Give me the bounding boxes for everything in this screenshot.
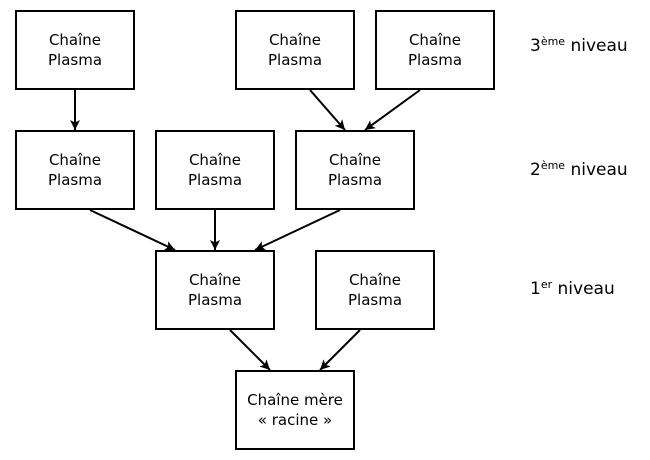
arrow-l3c-to-l2c (364, 89, 421, 131)
node-label-line1: Chaîne (268, 31, 322, 49)
level-word: niveau (565, 160, 628, 180)
level-number: 3 (530, 36, 541, 56)
level-label-2: 2ème niveau (530, 160, 628, 180)
node-label-line2: Plasma (407, 51, 463, 69)
node-level3-plasma-1: Chaîne Plasma (15, 10, 135, 90)
node-label-line1: Chaîne (188, 271, 242, 289)
node-label-line1: Chaîne (48, 151, 102, 169)
node-label-line2: Plasma (347, 291, 403, 309)
level-ordinal-suffix: er (540, 278, 553, 291)
node-label-line2: Plasma (327, 171, 383, 189)
node-label-line2: Plasma (47, 171, 103, 189)
node-label-line1: Chaîne (408, 31, 462, 49)
arrow-l2c-to-l1a (254, 209, 341, 251)
level-label-3: 3ème niveau (530, 36, 628, 56)
node-label-line2: Plasma (47, 51, 103, 69)
arrow-l3b-to-l2c (309, 89, 346, 131)
node-label-line1: Chaîne mère (247, 391, 343, 409)
node-label-line1: Chaîne (328, 151, 382, 169)
arrow-l1a-to-root (229, 329, 271, 371)
level-number: 2 (530, 160, 541, 180)
level-label-1: 1er niveau (530, 279, 615, 299)
node-level3-plasma-3: Chaîne Plasma (375, 10, 495, 90)
level-ordinal-suffix: ème (540, 35, 566, 48)
node-label-line2: Plasma (187, 291, 243, 309)
node-label-line1: Chaîne (48, 31, 102, 49)
node-root-mother-chain: Chaîne mère « racine » (235, 370, 355, 450)
node-label-line2: « racine » (257, 411, 333, 429)
node-level1-plasma-1: Chaîne Plasma (155, 250, 275, 330)
level-word: niveau (565, 36, 628, 56)
node-level2-plasma-2: Chaîne Plasma (155, 130, 275, 210)
node-level1-plasma-2: Chaîne Plasma (315, 250, 435, 330)
node-label-line1: Chaîne (348, 271, 402, 289)
node-level3-plasma-2: Chaîne Plasma (235, 10, 355, 90)
arrow-l2a-to-l1a (89, 209, 176, 251)
level-ordinal-suffix: ème (540, 159, 566, 172)
node-label-line1: Chaîne (188, 151, 242, 169)
node-label-line2: Plasma (187, 171, 243, 189)
level-word: niveau (552, 279, 615, 299)
level-number: 1 (530, 279, 541, 299)
node-label-line2: Plasma (267, 51, 323, 69)
node-level2-plasma-1: Chaîne Plasma (15, 130, 135, 210)
node-level2-plasma-3: Chaîne Plasma (295, 130, 415, 210)
arrow-l1b-to-root (319, 329, 361, 371)
